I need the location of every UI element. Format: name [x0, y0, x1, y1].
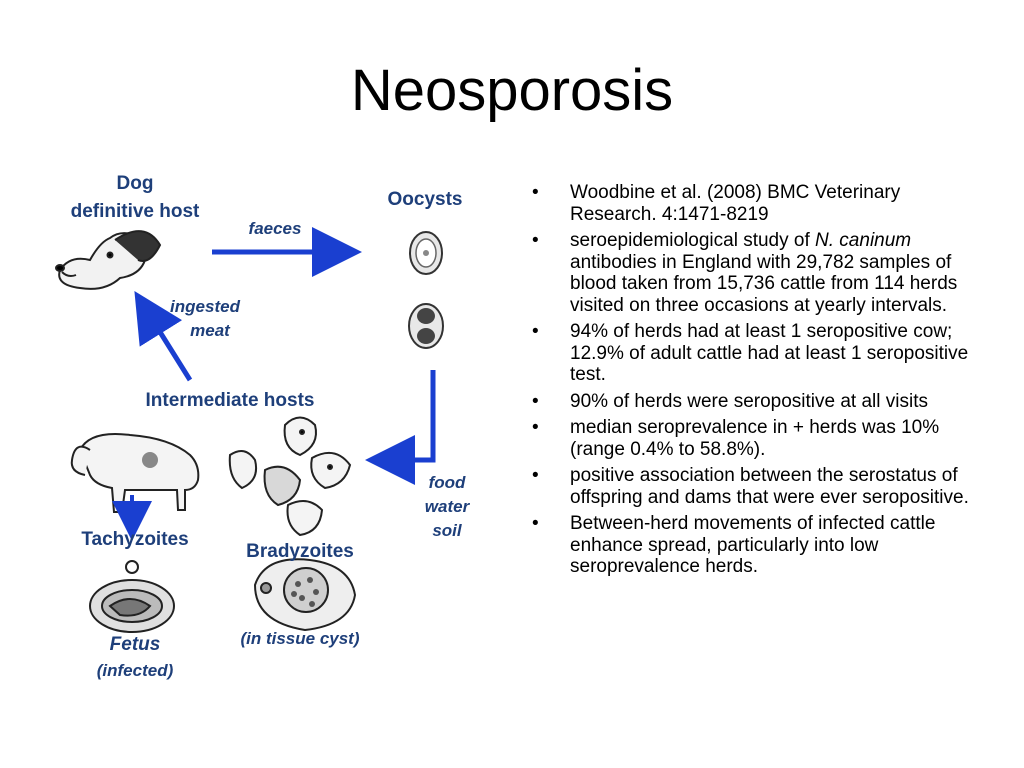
fetus-illustration	[89, 560, 175, 633]
food-water-soil-arrow	[365, 370, 436, 485]
dog-label-line2: definitive host	[70, 201, 200, 222]
bullet-item: • Woodbine et al. (2008) BMC Veterinary R…	[530, 182, 970, 225]
bullet-marker: •	[532, 417, 539, 438]
bullet-list: • Woodbine et al. (2008) BMC Veterinary R…	[530, 182, 970, 583]
bullet-text: Between-herd movements of infected cattl…	[570, 513, 936, 577]
bullet-item: • 90% of herds were seropositive at all v…	[530, 391, 970, 413]
bullet-item: • 94% of herds had at least 1 seropositiv…	[530, 321, 970, 386]
oocysts-label: Oocysts	[387, 189, 463, 210]
bullet-item: • positive association between the serost…	[530, 465, 970, 508]
tachyzoites-label: Tachyzoites	[81, 529, 189, 550]
dog-label-line1: Dog	[116, 173, 154, 194]
bullet-marker: •	[532, 465, 539, 486]
bullet-text: positive association between the serosta…	[570, 465, 969, 508]
bullet-text-after: antibodies in England with 29,782 sample…	[570, 251, 958, 316]
bradyzoites-label: Bradyzoites	[246, 541, 354, 562]
oocyst-unsporulated	[409, 231, 443, 275]
soil-label: soil	[432, 521, 462, 540]
tissue-cyst-label: (in tissue cyst)	[240, 629, 360, 648]
oocyst-sporulated	[408, 303, 444, 349]
bullet-item: • median seroprevalence in + herds was 10…	[530, 417, 970, 460]
diagram-artwork	[55, 227, 444, 633]
food-label: food	[428, 473, 466, 492]
bullet-marker: •	[532, 513, 539, 534]
water-label: water	[424, 497, 470, 516]
bullet-text: 90% of herds were seropositive at all vi…	[570, 390, 928, 412]
ingested-meat-arrow	[134, 291, 193, 382]
fetus-label: Fetus	[109, 634, 161, 655]
infected-label: (infected)	[96, 661, 174, 680]
bullet-marker: •	[532, 390, 539, 412]
bullet-text: median seroprevalence in + herds was 10%…	[570, 417, 940, 460]
bullet-marker: •	[532, 321, 539, 342]
bullet-item: • seroepidemiological study of N. caninum…	[530, 230, 970, 316]
bullet-text: Woodbine et al. (2008) BMC Veterinary Re…	[570, 182, 901, 225]
dog-illustration	[55, 230, 162, 290]
faeces-label: faeces	[248, 219, 302, 238]
species-name: N. caninum	[815, 230, 912, 251]
neospora-life-cycle-diagram: Dog definitive host faeces Oocysts inges…	[50, 160, 490, 700]
bullet-marker: •	[532, 182, 539, 203]
intermediate-hosts-label: Intermediate hosts	[145, 390, 315, 411]
ingested-label-line2: meat	[190, 321, 230, 340]
bullet-text: 94% of herds had at least 1 seropositive…	[570, 321, 969, 385]
slide-title: Neosporosis	[350, 58, 674, 123]
tissue-cyst-illustration	[253, 558, 357, 632]
bullet-item: • Between-herd movements of infected catt…	[530, 513, 970, 578]
intermediate-hosts-illustration	[228, 416, 352, 537]
bullet-marker: •	[532, 230, 539, 251]
bullet-text-before: seroepidemiological study of	[570, 230, 816, 251]
cow-illustration	[70, 433, 200, 513]
ingested-label-line1: ingested	[170, 297, 240, 316]
